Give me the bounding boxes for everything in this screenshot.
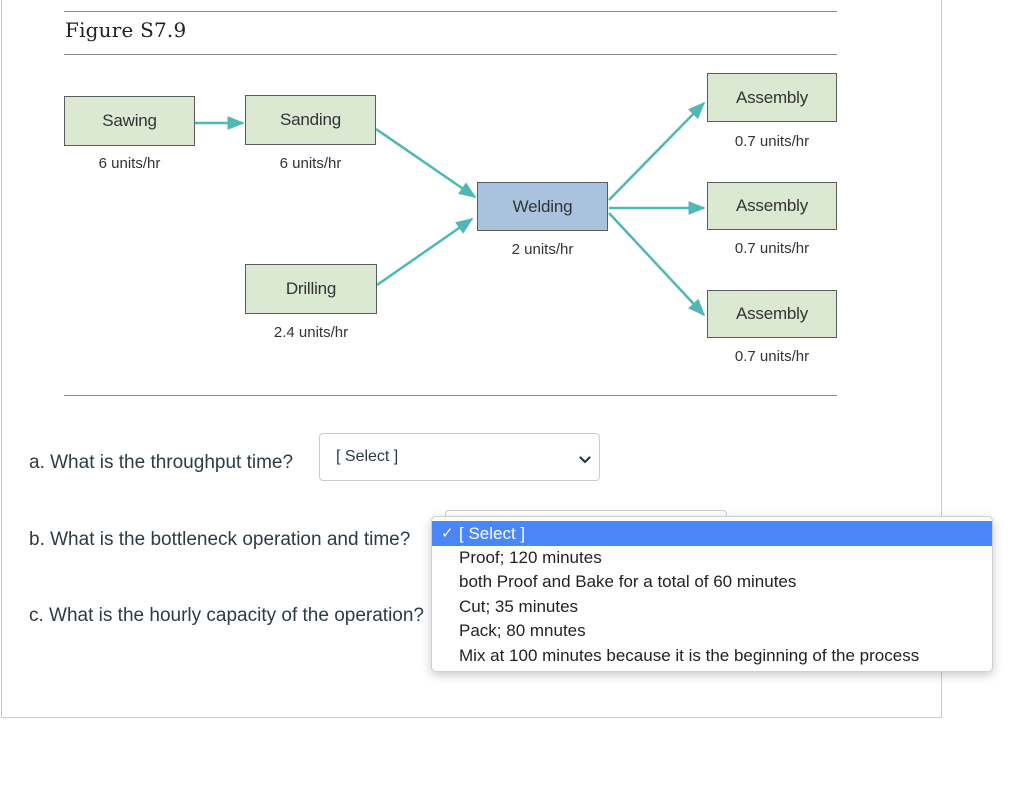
- option-label: Mix at 100 minutes because it is the beg…: [459, 645, 920, 665]
- option-mix-100[interactable]: Mix at 100 minutes because it is the beg…: [432, 644, 992, 668]
- chevron-down-icon: [579, 451, 591, 469]
- node-label: Assembly: [735, 87, 809, 107]
- option-cut-35[interactable]: Cut; 35 minutes: [432, 595, 992, 619]
- node-assembly-3: Assembly: [707, 290, 837, 338]
- option-proof-bake-60[interactable]: both Proof and Bake for a total of 60 mi…: [432, 570, 992, 594]
- node-rate: 2 units/hr: [511, 241, 574, 258]
- node-assembly-2: Assembly: [707, 182, 837, 230]
- option-label: Pack; 80 mnutes: [459, 621, 586, 641]
- question-b: b. What is the bottleneck operation and …: [29, 529, 411, 550]
- bottleneck-select[interactable]: [445, 510, 727, 520]
- bottleneck-options-list[interactable]: ✓ [ Select ] Proof; 120 minutes both Pro…: [431, 516, 993, 672]
- node-label: Assembly: [735, 304, 809, 323]
- node-label: Sawing: [102, 111, 157, 130]
- node-label: Sanding: [280, 110, 341, 129]
- arrow-welding-assembly1: [608, 101, 706, 201]
- option-proof-120[interactable]: Proof; 120 minutes: [432, 546, 992, 570]
- figure-title: Figure S7.9: [65, 18, 187, 42]
- node-drilling: Drilling: [245, 264, 377, 314]
- node-assembly-1: Assembly: [707, 73, 837, 122]
- arrow-welding-assembly3: [608, 212, 706, 317]
- arrow-drilling-welding: [376, 217, 474, 287]
- node-rate: 6 units/hr: [279, 155, 342, 172]
- option-label: Proof; 120 minutes: [459, 548, 602, 567]
- node-sanding: Sanding: [245, 95, 376, 145]
- node-label: Assembly: [735, 196, 809, 215]
- node-rate: 0.7 units/hr: [734, 348, 810, 365]
- node-welding: Welding: [477, 182, 608, 231]
- node-label: Drilling: [285, 279, 337, 298]
- throughput-time-select[interactable]: [ Select ]: [319, 433, 600, 481]
- checkmark-icon: ✓: [441, 525, 454, 542]
- option-pack-80[interactable]: Pack; 80 mnutes: [432, 619, 992, 643]
- node-sawing: Sawing: [64, 96, 195, 146]
- flow-arrows: [195, 101, 706, 317]
- figure-bottom-rule: [64, 395, 837, 396]
- question-c: c. What is the hourly capacity of the op…: [29, 605, 424, 626]
- question-a: a. What is the throughput time?: [29, 452, 294, 473]
- figure-top-rule: [64, 11, 837, 12]
- node-rate: 6 units/hr: [98, 155, 161, 172]
- node-rate: 0.7 units/hr: [734, 240, 810, 257]
- option-label: both Proof and Bake for a total of 60 mi…: [459, 572, 797, 592]
- option-select-placeholder[interactable]: ✓ [ Select ]: [432, 521, 992, 546]
- option-label: Cut; 35 minutes: [459, 596, 579, 616]
- figure-title-rule: [64, 54, 837, 55]
- node-rate: 2.4 units/hr: [273, 324, 349, 341]
- select-value: [ Select ]: [336, 448, 399, 465]
- node-label: Welding: [512, 196, 573, 216]
- option-label: [ Select ]: [459, 524, 526, 543]
- node-rate: 0.7 units/hr: [734, 133, 810, 150]
- arrow-sanding-welding: [375, 127, 477, 199]
